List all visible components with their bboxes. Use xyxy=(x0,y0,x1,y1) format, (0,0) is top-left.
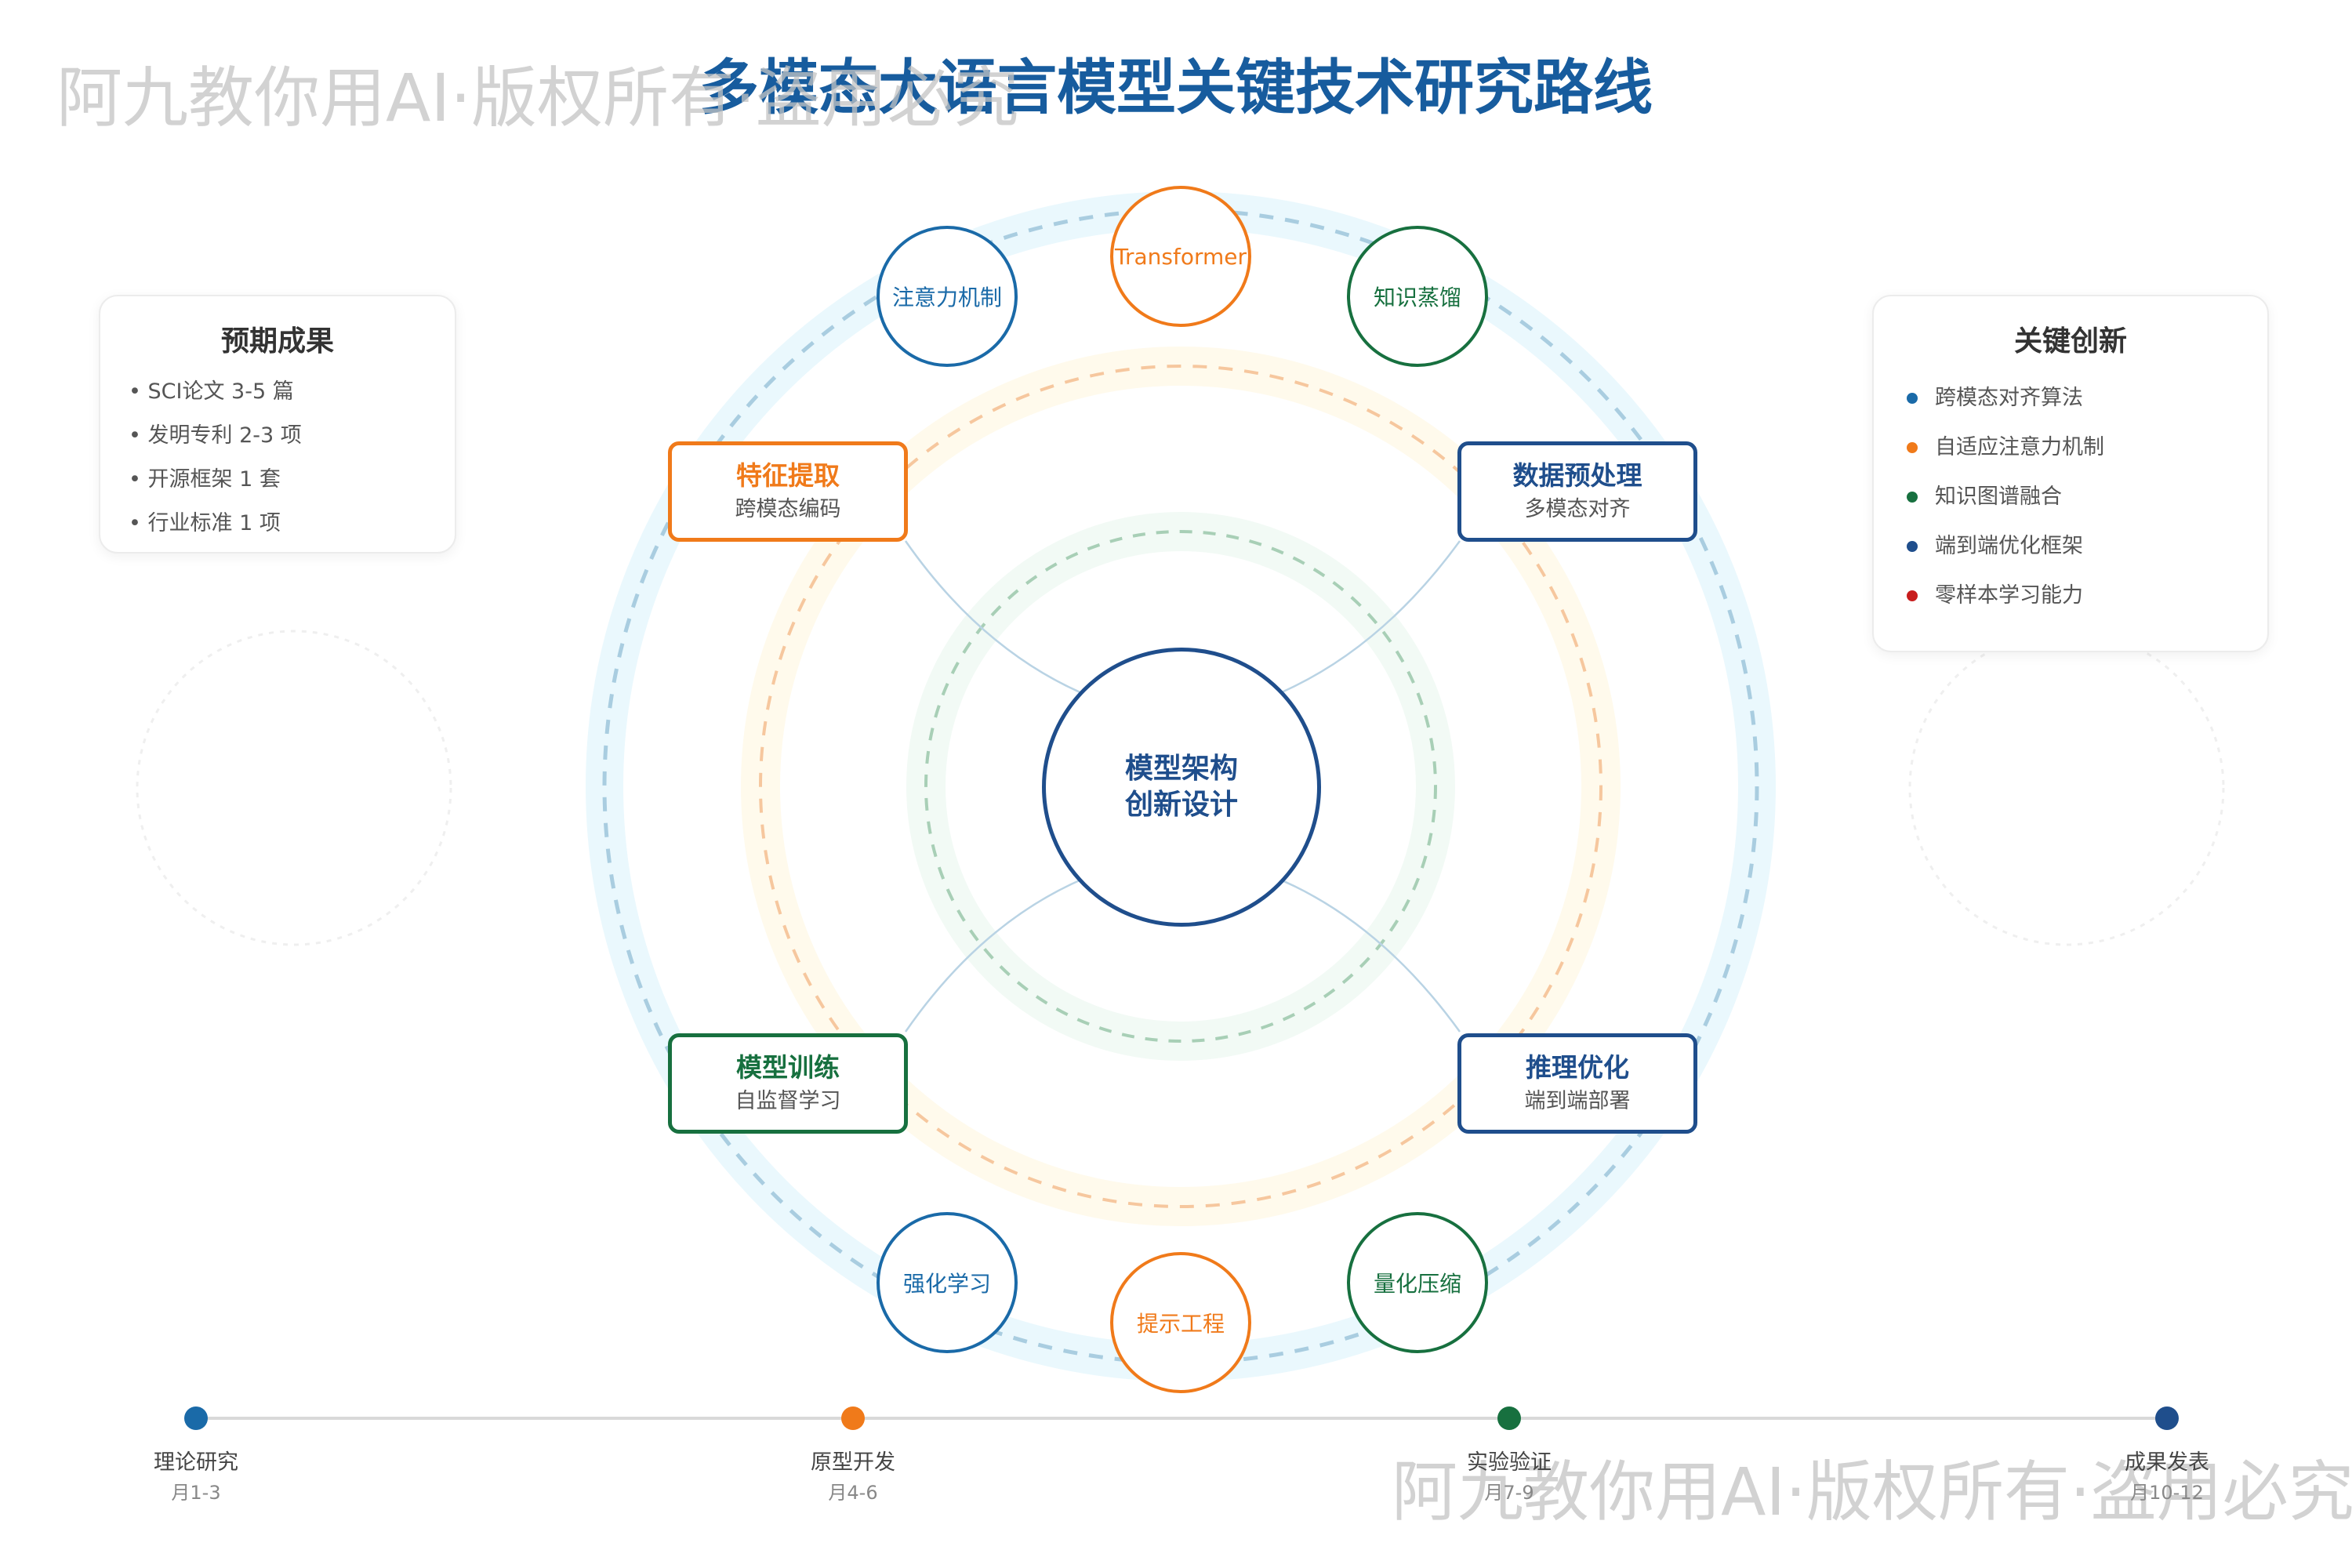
expected-results-title: 预期成果 xyxy=(220,325,334,358)
page-title: 多模态大语言模型关键技术研究路线 xyxy=(699,53,1653,122)
stage-feature-extraction: 特征提取 跨模态编码 xyxy=(668,441,908,542)
timeline-dot xyxy=(184,1406,208,1430)
timeline-dot xyxy=(2155,1406,2179,1430)
inner-dashed-ring xyxy=(924,530,1437,1043)
outer-dashed-ring xyxy=(602,208,1759,1365)
timeline-sub: 月4-6 xyxy=(828,1482,878,1504)
bullet-dot-icon xyxy=(1907,441,1918,453)
innovation-item: 知识图谱融合 xyxy=(1907,472,2267,521)
stage-inference-optimization: 推理优化 端到端部署 xyxy=(1457,1033,1697,1134)
timeline-label: 成果发表 xyxy=(2125,1450,2209,1475)
stage-data-preprocessing: 数据预处理 多模态对齐 xyxy=(1457,441,1697,542)
stage-title: 数据预处理 xyxy=(1512,460,1642,491)
innovation-label: 零样本学习能力 xyxy=(1935,583,2083,608)
innovation-label: 知识图谱融合 xyxy=(1935,485,2062,509)
stage-title: 模型训练 xyxy=(736,1052,840,1083)
innovation-item: 零样本学习能力 xyxy=(1907,571,2267,620)
middle-dashed-ring xyxy=(759,365,1602,1208)
bullet-dot-icon xyxy=(1907,590,1918,601)
expected-result-item: • SCI论文 3-5 篇 xyxy=(129,379,294,404)
innovation-label: 自适应注意力机制 xyxy=(1935,435,2104,459)
stage-subtitle: 端到端部署 xyxy=(1524,1089,1631,1113)
timeline-line xyxy=(196,1417,2169,1420)
ring-node-prompt-engineering: 提示工程 xyxy=(1110,1252,1251,1393)
watermark-top: 阿九教你用AI·版权所有·盗用必究 xyxy=(56,60,1019,136)
expected-results-card: 预期成果 • SCI论文 3-5 篇 • 发明专利 2-3 项 • 开源框架 1… xyxy=(99,295,456,554)
stage-subtitle: 跨模态编码 xyxy=(735,497,841,521)
innovation-item: 跨模态对齐算法 xyxy=(1907,373,2267,423)
timeline-dot xyxy=(841,1406,865,1430)
timeline-label: 理论研究 xyxy=(154,1450,238,1475)
timeline-dot xyxy=(1497,1406,1521,1430)
key-innovations-title: 关键创新 xyxy=(2013,325,2127,358)
expected-result-item: • 行业标准 1 项 xyxy=(129,511,281,535)
stage-title: 特征提取 xyxy=(736,460,840,491)
timeline-label: 原型开发 xyxy=(811,1450,895,1475)
innovation-item: 自适应注意力机制 xyxy=(1907,423,2267,472)
innovation-label: 跨模态对齐算法 xyxy=(1935,386,2083,410)
watermark-bottom: 阿九教你用AI·版权所有·盗用必究 xyxy=(1392,1454,2352,1530)
center-hub: 模型架构 创新设计 xyxy=(1042,648,1321,927)
expected-result-item: • 发明专利 2-3 项 xyxy=(129,423,302,448)
expected-result-item: • 开源框架 1 套 xyxy=(129,467,281,492)
key-innovations-card: 关键创新 跨模态对齐算法 自适应注意力机制 知识图谱融合 端到端优化框架 零样本… xyxy=(1872,295,2269,652)
stage-subtitle: 自监督学习 xyxy=(735,1089,841,1113)
center-line-1: 模型架构 xyxy=(1124,753,1238,785)
bullet-dot-icon xyxy=(1907,491,1918,503)
left-decor-circle xyxy=(136,630,452,946)
stage-model-training: 模型训练 自监督学习 xyxy=(668,1033,908,1134)
ring-node-quantization: 量化压缩 xyxy=(1347,1212,1488,1353)
stage-subtitle: 多模态对齐 xyxy=(1524,497,1631,521)
timeline-sub: 月1-3 xyxy=(171,1482,221,1504)
center-line-2: 创新设计 xyxy=(1124,789,1238,821)
bullet-dot-icon xyxy=(1907,392,1918,404)
timeline-label: 实验验证 xyxy=(1467,1450,1552,1475)
innovation-item: 端到端优化框架 xyxy=(1907,521,2267,571)
ring-node-attention: 注意力机制 xyxy=(877,226,1018,367)
stage-title: 推理优化 xyxy=(1526,1052,1629,1083)
innovation-label: 端到端优化框架 xyxy=(1935,534,2083,558)
right-decor-circle xyxy=(1908,630,2225,946)
ring-node-reinforcement-learning: 强化学习 xyxy=(877,1212,1018,1353)
ring-node-transformer: Transformer xyxy=(1110,186,1251,327)
timeline-sub: 月7-9 xyxy=(1484,1482,1534,1504)
bullet-dot-icon xyxy=(1907,540,1918,552)
ring-node-distillation: 知识蒸馏 xyxy=(1347,226,1488,367)
timeline-sub: 月10-12 xyxy=(2130,1482,2204,1504)
